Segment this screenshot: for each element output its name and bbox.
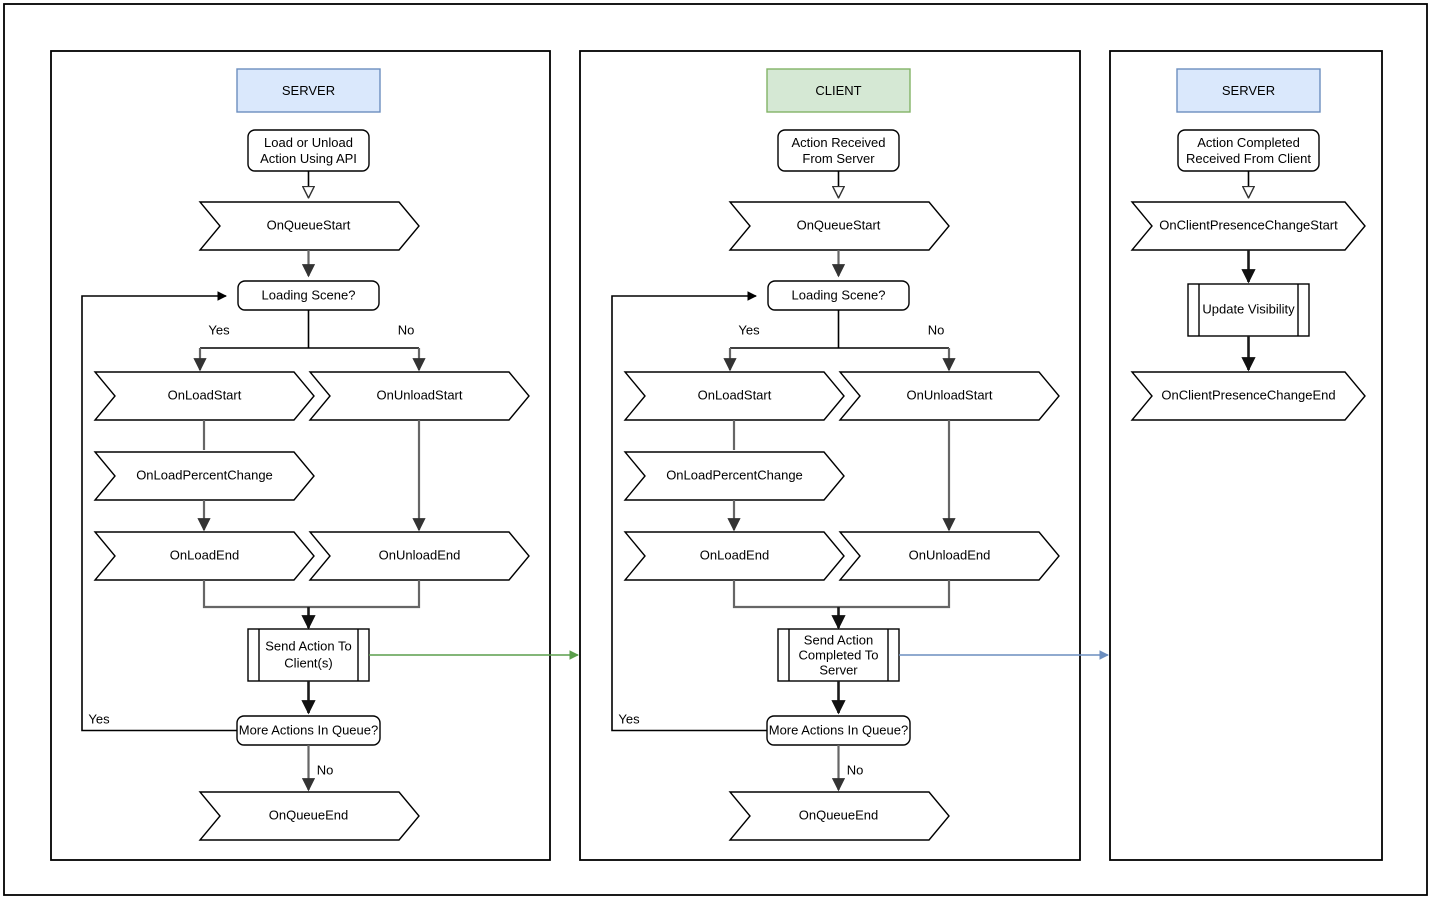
lane3-presence-start-label: OnClientPresenceChangeStart bbox=[1159, 217, 1338, 232]
lane1-decision-loading-scene: Loading Scene? bbox=[237, 280, 380, 311]
lane1-start-line2: Action Using API bbox=[260, 151, 357, 166]
lane2-decision-loading-label: Loading Scene? bbox=[792, 287, 886, 302]
lane1-decision-loading-label: Loading Scene? bbox=[262, 287, 356, 302]
lane2-onqueuestart-label: OnQueueStart bbox=[797, 217, 881, 232]
lane2-onloadstart-label: OnLoadStart bbox=[698, 387, 772, 402]
lane1-send-action-line2: Client(s) bbox=[284, 655, 332, 670]
lane2-onunloadend: OnUnloadEnd bbox=[838, 531, 1060, 581]
lane3-header-label: SERVER bbox=[1222, 83, 1275, 98]
lane1-header-label: SERVER bbox=[282, 83, 335, 98]
lane1-merge-ends bbox=[202, 580, 421, 609]
lane2-header: CLIENT bbox=[766, 68, 911, 113]
lane3-start-node: Action Completed Received From Client bbox=[1177, 129, 1320, 172]
lane2-onloadpercentchange: OnLoadPercentChange bbox=[623, 451, 845, 501]
lane2-onqueueend-label: OnQueueEnd bbox=[799, 807, 879, 822]
lane2-send-action-line2: Completed To bbox=[799, 647, 879, 662]
lane1-onunloadstart: OnUnloadStart bbox=[308, 371, 530, 421]
lane2-onloadend-label: OnLoadEnd bbox=[700, 547, 769, 562]
lane1-onqueueend: OnQueueEnd bbox=[198, 791, 420, 841]
lane1-onloadstart-label: OnLoadStart bbox=[168, 387, 242, 402]
lane1-branch-split bbox=[200, 310, 419, 349]
lane1-onqueuestart-label: OnQueueStart bbox=[267, 217, 351, 232]
lane2-loop-back-to-decision bbox=[611, 291, 767, 732]
lane2-decision-loading-scene: Loading Scene? bbox=[767, 280, 910, 311]
lane2-start-line1: Action Received bbox=[792, 135, 886, 150]
lane1-start-node: Load or Unload Action Using API bbox=[247, 129, 370, 172]
lane2-send-action-line1: Send Action bbox=[804, 632, 873, 647]
lane3-update-visibility-label: Update Visibility bbox=[1202, 301, 1295, 316]
lane-server-2 bbox=[1109, 50, 1383, 861]
lane2-decision-more-actions: More Actions In Queue? bbox=[766, 715, 911, 746]
lane3-onclientpresencechangeend: OnClientPresenceChangeEnd bbox=[1130, 371, 1366, 421]
lane1-send-action-to-clients: Send Action To Client(s) bbox=[247, 628, 370, 682]
lane2-send-action-completed-to-server: Send Action Completed To Server bbox=[777, 628, 900, 682]
lane3-presence-end-label: OnClientPresenceChangeEnd bbox=[1161, 387, 1335, 402]
lane2-onunloadstart: OnUnloadStart bbox=[838, 371, 1060, 421]
lane1-onloadpercentchange-label: OnLoadPercentChange bbox=[136, 467, 273, 482]
lane1-decision-more-actions: More Actions In Queue? bbox=[236, 715, 381, 746]
lane1-start-line1: Load or Unload bbox=[264, 135, 353, 150]
lane1-header: SERVER bbox=[236, 68, 381, 113]
lane1-decision-more-label: More Actions In Queue? bbox=[239, 722, 378, 737]
lane2-merge-ends bbox=[732, 580, 951, 609]
lane1-onloadend-label: OnLoadEnd bbox=[170, 547, 239, 562]
diagram-outer-border bbox=[3, 3, 1428, 896]
lane1-exit-no-label: No bbox=[317, 762, 334, 777]
lane2-onloadpercentchange-label: OnLoadPercentChange bbox=[666, 467, 803, 482]
lane2-decision-more-label: More Actions In Queue? bbox=[769, 722, 908, 737]
lane1-onloadend: OnLoadEnd bbox=[93, 531, 315, 581]
lane3-onclientpresencechangestart: OnClientPresenceChangeStart bbox=[1130, 201, 1366, 251]
lane2-onqueueend: OnQueueEnd bbox=[728, 791, 950, 841]
lane1-onunloadend-label: OnUnloadEnd bbox=[379, 547, 461, 562]
lane2-onloadend: OnLoadEnd bbox=[623, 531, 845, 581]
lane1-label-no: No bbox=[398, 322, 415, 337]
lane2-label-no: No bbox=[928, 322, 945, 337]
lane1-send-action-line1: Send Action To bbox=[265, 638, 352, 653]
lane1-onloadpercentchange: OnLoadPercentChange bbox=[93, 451, 315, 501]
lane3-header: SERVER bbox=[1176, 68, 1321, 113]
lane1-onqueueend-label: OnQueueEnd bbox=[269, 807, 349, 822]
lane1-loop-yes-label: Yes bbox=[88, 711, 110, 726]
lane2-label-yes: Yes bbox=[738, 322, 760, 337]
lane2-send-action-line3: Server bbox=[819, 662, 858, 677]
lane2-start-line2: From Server bbox=[802, 151, 875, 166]
lane2-start-node: Action Received From Server bbox=[777, 129, 900, 172]
lane2-exit-no-label: No bbox=[847, 762, 864, 777]
lane2-onunloadstart-label: OnUnloadStart bbox=[907, 387, 993, 402]
lane1-loop-back-to-decision bbox=[81, 291, 237, 732]
lane2-onunloadend-label: OnUnloadEnd bbox=[909, 547, 991, 562]
lane2-loop-yes-label: Yes bbox=[618, 711, 640, 726]
lane1-onloadstart: OnLoadStart bbox=[93, 371, 315, 421]
lane3-update-visibility: Update Visibility bbox=[1187, 283, 1310, 337]
lane1-onunloadend: OnUnloadEnd bbox=[308, 531, 530, 581]
lane3-start-line1: Action Completed bbox=[1197, 135, 1300, 150]
lane3-start-line2: Received From Client bbox=[1186, 151, 1311, 166]
lane2-header-label: CLIENT bbox=[815, 83, 861, 98]
lane2-branch-split bbox=[730, 310, 949, 349]
lane1-label-yes: Yes bbox=[208, 322, 230, 337]
lane1-onqueuestart: OnQueueStart bbox=[198, 201, 420, 251]
lane2-onqueuestart: OnQueueStart bbox=[728, 201, 950, 251]
lane1-onunloadstart-label: OnUnloadStart bbox=[377, 387, 463, 402]
lane2-onloadstart: OnLoadStart bbox=[623, 371, 845, 421]
